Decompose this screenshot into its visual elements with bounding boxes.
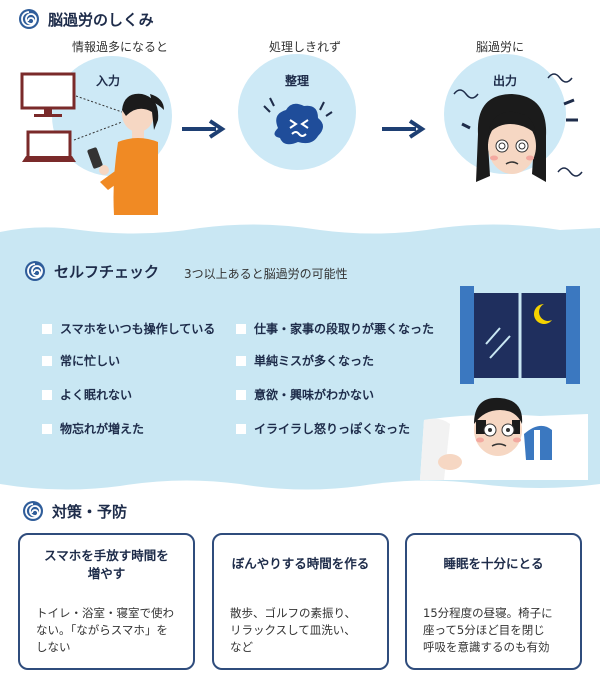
circle-label-process: 整理 xyxy=(284,74,309,88)
arrow-right-icon xyxy=(382,119,426,139)
swirl-icon xyxy=(19,9,39,29)
check-item[interactable]: 仕事・家事の段取りが悪くなった xyxy=(236,320,434,337)
check-item[interactable]: 物忘れが増えた xyxy=(42,420,144,437)
tip-card-title: スマホを手放す時間を 増やす xyxy=(44,548,169,581)
check-item[interactable]: 常に忙しい xyxy=(42,352,120,369)
section3-title: 対策・予防 xyxy=(52,502,128,521)
check-item[interactable]: 意欲・興味がわかない xyxy=(236,386,374,403)
arrow-right-icon xyxy=(182,119,226,139)
circle-label-output: 出力 xyxy=(492,74,517,88)
stage-caption-input: 情報過多になると xyxy=(71,40,168,54)
stage-caption-process: 処理しきれず xyxy=(268,40,341,54)
check-item[interactable]: スマホをいつも操作している xyxy=(42,320,215,337)
check-item[interactable]: 単純ミスが多くなった xyxy=(236,352,374,369)
tip-card-body: トイレ・浴室・寝室で使わ ない。「ながらスマホ」を しない xyxy=(36,606,174,654)
checkbox-icon xyxy=(42,355,52,366)
self-check-note: 3つ以上あると脳過労の可能性 xyxy=(184,267,348,281)
swirl-icon xyxy=(23,501,43,521)
exhausted-woman-illustration xyxy=(453,73,583,182)
tip-card-sleep: 睡眠を十分にとる 15分程度の昼寝。椅子に 座って5分ほど目を閉じ 呼吸を意識す… xyxy=(405,533,582,670)
checkbox-icon xyxy=(236,323,246,334)
sleepless-man-illustration xyxy=(420,286,588,480)
circle-label-input: 入力 xyxy=(95,74,120,88)
tip-card-title: ぼんやりする時間を作る xyxy=(231,556,370,571)
tip-card-body: 散歩、ゴルフの素振り、 リラックスして皿洗い、 など xyxy=(230,606,357,654)
tip-card-idle: ぼんやりする時間を作る 散歩、ゴルフの素振り、 リラックスして皿洗い、 など xyxy=(212,533,389,670)
section2-title: セルフチェック xyxy=(54,262,160,281)
check-item[interactable]: イライラし怒りっぽくなった xyxy=(236,420,410,437)
stage-caption-output: 脳過労に xyxy=(475,40,524,54)
section3-header: 対策・予防 xyxy=(22,500,127,522)
checkbox-icon xyxy=(236,389,246,400)
person-with-devices-illustration xyxy=(20,72,164,215)
checkbox-icon xyxy=(236,423,246,434)
tip-card-body: 15分程度の昼寝。椅子に 座って5分ほど目を閉じ 呼吸を意識するのも有効 xyxy=(423,606,553,654)
swirl-icon xyxy=(25,261,45,281)
confused-brain-icon xyxy=(263,97,333,145)
checkbox-icon xyxy=(42,423,52,434)
tip-card-phone: スマホを手放す時間を 増やす トイレ・浴室・寝室で使わ ない。「ながらスマホ」を… xyxy=(18,533,195,670)
tip-card-title: 睡眠を十分にとる xyxy=(443,556,544,571)
checkbox-icon xyxy=(42,323,52,334)
check-item[interactable]: よく眠れない xyxy=(42,386,132,403)
section1-header: 脳過労のしくみ xyxy=(18,8,154,30)
section1-title: 脳過労のしくみ xyxy=(48,10,154,29)
checkbox-icon xyxy=(236,355,246,366)
section2-header: セルフチェック xyxy=(24,260,159,282)
checkbox-icon xyxy=(42,389,52,400)
